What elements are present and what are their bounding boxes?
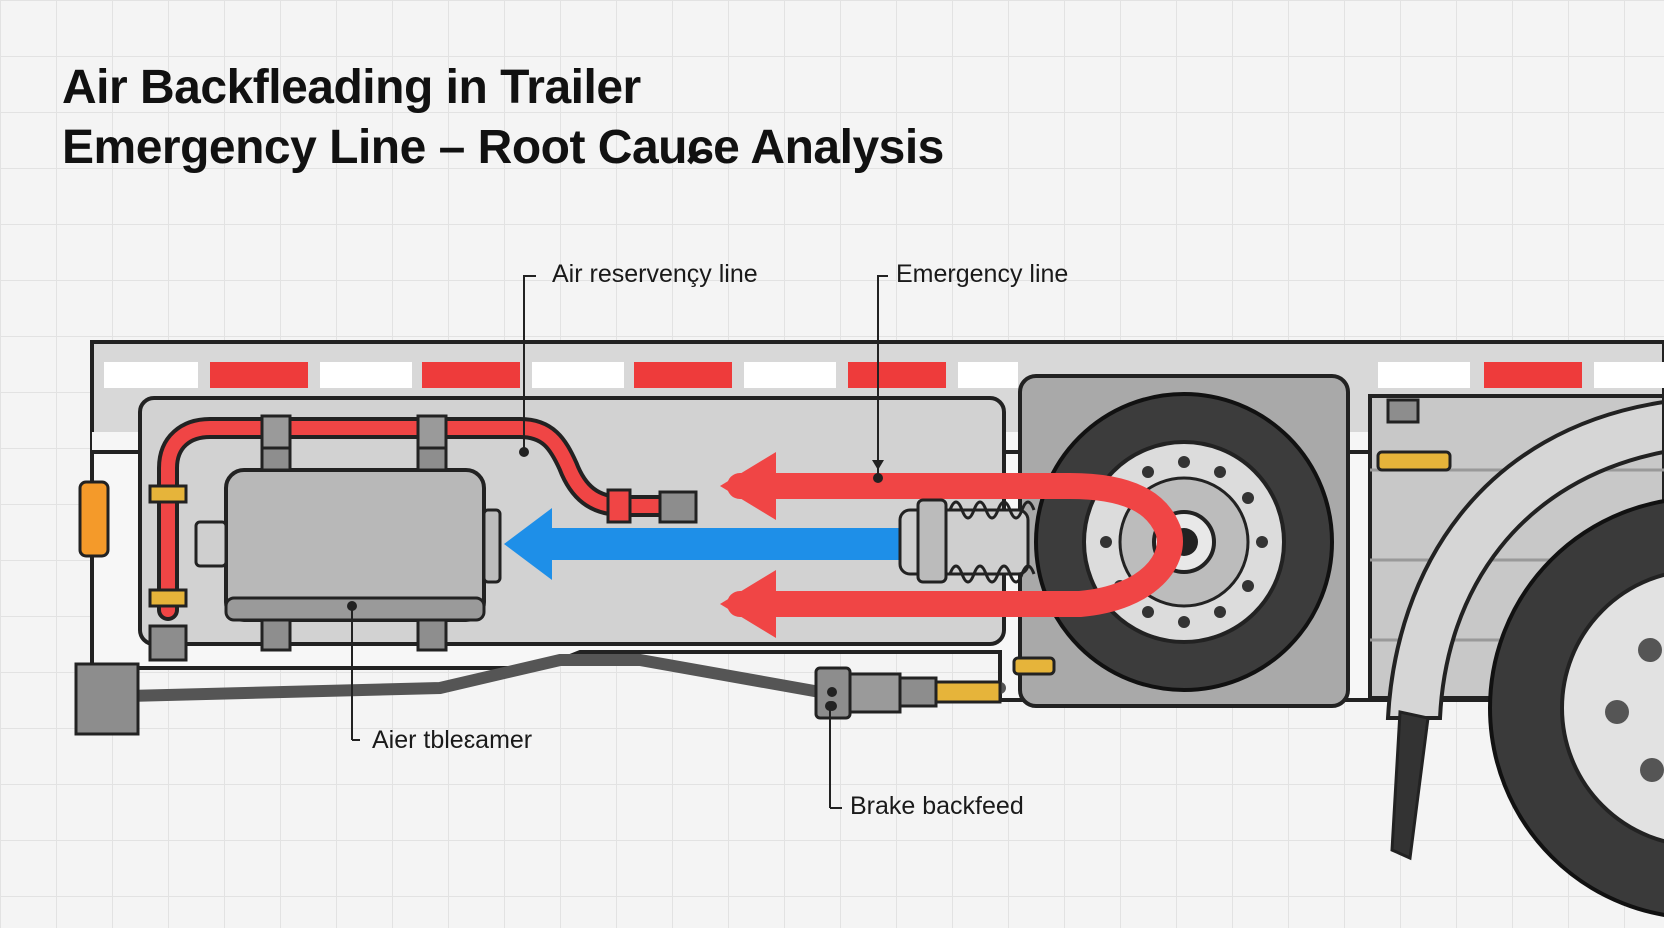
- title-line-2: Emergency Line – Root Cauɕe Analysis: [62, 121, 944, 174]
- reservoir-line-fittings: [148, 414, 698, 662]
- blue-flow-arrow: [504, 508, 918, 580]
- callout-dots: [347, 447, 884, 711]
- red-emergency-loop: [727, 473, 1183, 617]
- brake-backfeed-line: [74, 654, 1056, 736]
- red-arrow-upper: [720, 452, 776, 520]
- page-title: Air Backfleading in Trailer Emergency Li…: [62, 58, 944, 178]
- label-air-chamber: Aier tbleɛamer: [372, 726, 533, 754]
- amber-marker-light: [78, 480, 110, 558]
- title-line-1: Air Backfleading in Trailer: [62, 61, 641, 114]
- spring-brake-chamber: [898, 498, 1036, 584]
- label-brake-backfeed: Brake backfeed: [850, 792, 1024, 820]
- label-air-reservoir-line: Air reservençy line: [552, 260, 758, 288]
- red-reservoir-line: [161, 421, 671, 617]
- red-arrow-lower: [720, 570, 776, 638]
- air-reservoir-tank: [194, 438, 502, 652]
- label-emergency-line: Emergency line: [896, 260, 1069, 288]
- callout-leaders: [351, 275, 888, 809]
- reflector-strip: [104, 362, 1664, 388]
- rear-tire: [1385, 399, 1664, 917]
